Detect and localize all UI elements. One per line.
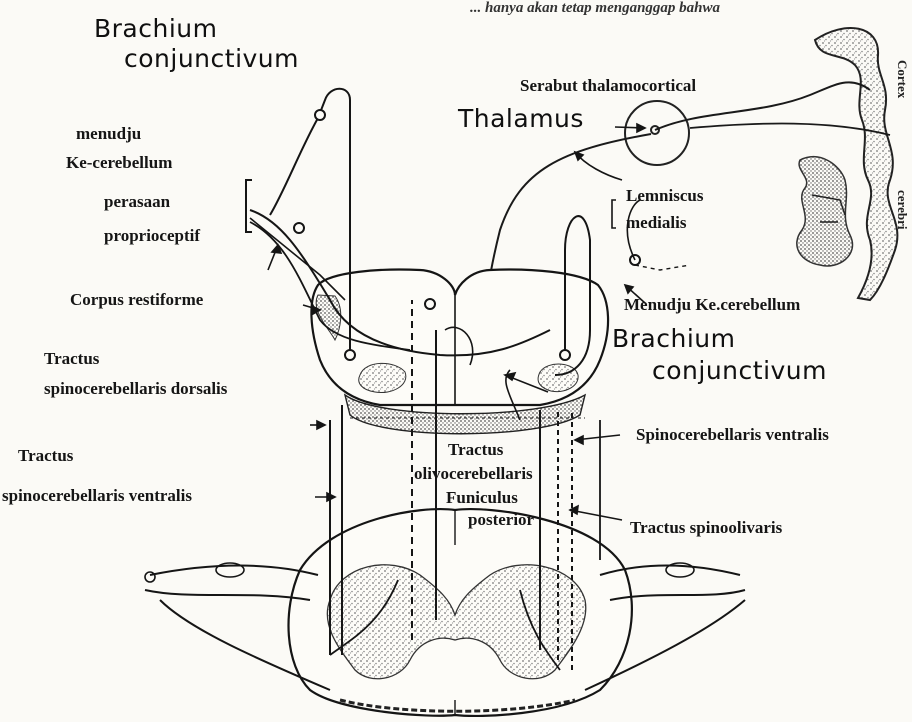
menudju-line2: Ke-cerebellum	[66, 153, 172, 172]
funiculus-line1: Funiculus	[446, 488, 518, 507]
spinocerebellaris-ventralis-right: Spinocerebellaris ventralis	[636, 425, 829, 444]
label-bracket	[246, 180, 252, 232]
tractus-ventralis-line1: Tractus	[18, 446, 73, 465]
header-fragment: ... hanya akan tetap menganggap bahwa	[470, 0, 720, 17]
spinal-cord-section	[289, 509, 632, 716]
cortex-vertical-label: Cortex	[894, 60, 910, 98]
lemniscus-line1: Lemniscus	[626, 186, 703, 205]
perasaan-label: perasaan	[104, 192, 170, 211]
lemniscus-line2: medialis	[626, 213, 686, 232]
thalamus	[625, 101, 689, 165]
cerebri-vertical-label: cerebri	[894, 190, 910, 229]
brachium-right-line2: conjunctivum	[652, 358, 827, 384]
proprioceptif-label: proprioceptif	[104, 226, 200, 245]
tractus-dorsalis-line1: Tractus	[44, 349, 99, 368]
tractus-ventralis-line2: spinocerebellaris ventralis	[2, 486, 192, 505]
tractus-dorsalis-line2: spinocerebellaris dorsalis	[44, 379, 227, 398]
brachium-right-line1: Brachium	[612, 326, 735, 352]
olivo-line2: olivocerebellaris	[414, 464, 533, 483]
cortex-cerebri	[797, 28, 898, 300]
brachium-top-line1: Brachium	[94, 16, 217, 42]
spinoolivaris-label: Tractus spinoolivaris	[630, 518, 782, 537]
serabut-label: Serabut thalamocortical	[520, 76, 696, 95]
thalamus-label: Thalamus	[458, 106, 584, 132]
brachium-top-line2: conjunctivum	[124, 46, 299, 72]
olivo-line1: Tractus	[448, 440, 503, 459]
corpus-restiforme-label: Corpus restiforme	[70, 290, 203, 309]
menudju-right-label: Menudju Ke.cerebellum	[624, 295, 800, 314]
cortex-fiber-lower	[690, 124, 890, 135]
menudju-line1: menudju	[76, 124, 141, 143]
funiculus-line2: posterior	[468, 510, 534, 529]
